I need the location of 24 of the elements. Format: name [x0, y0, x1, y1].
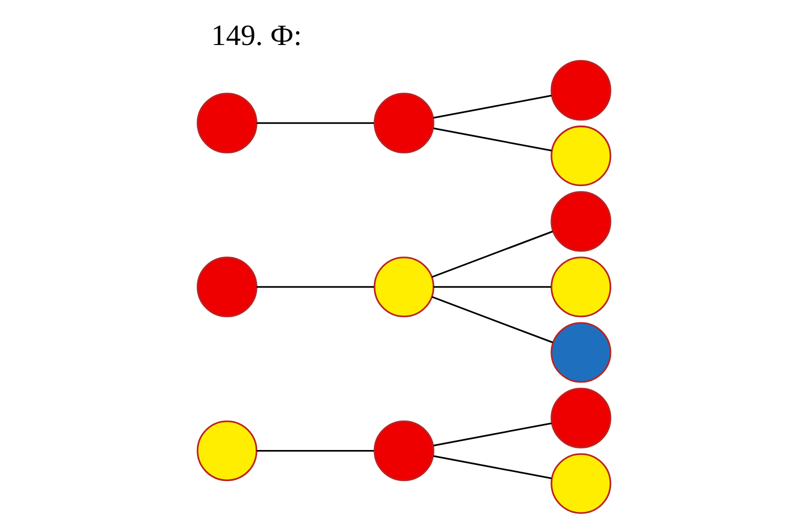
connector — [434, 286, 551, 288]
connector — [432, 296, 553, 344]
connector — [256, 450, 374, 452]
node-circle — [374, 256, 434, 318]
connector — [433, 94, 552, 119]
node-circle — [374, 420, 434, 482]
connector — [433, 128, 552, 152]
connector — [256, 286, 374, 288]
node-circle — [196, 420, 258, 482]
node-circle — [196, 256, 258, 318]
node-circle — [550, 60, 612, 121]
node-circle — [550, 322, 612, 383]
node-circle — [196, 92, 258, 154]
node-circle — [550, 388, 612, 448]
diagram-title: 149. Ф: — [211, 20, 302, 52]
node-circle — [550, 453, 612, 514]
node-circle — [550, 256, 612, 318]
node-circle — [550, 191, 612, 252]
node-circle — [550, 126, 612, 186]
node-circle — [374, 92, 434, 154]
connector — [433, 455, 552, 480]
connector — [433, 422, 552, 446]
connector — [256, 122, 374, 124]
connector — [432, 230, 553, 278]
